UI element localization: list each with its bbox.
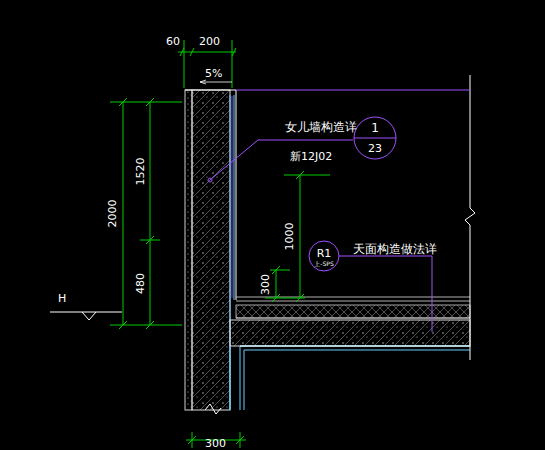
dimension: 300 xyxy=(260,274,271,295)
sheet-number: 23 xyxy=(353,143,397,154)
dimension: 300 xyxy=(205,438,226,449)
note: 新12J02 xyxy=(290,151,332,162)
dimension: 480 xyxy=(135,273,146,294)
dimension: 1000 xyxy=(284,222,295,250)
sheet-number: 上-SPS xyxy=(308,261,340,267)
dimension: 200 xyxy=(199,36,220,47)
dimension: 60 xyxy=(166,36,180,47)
dimension: 2000 xyxy=(107,199,118,227)
detail-number: R1 xyxy=(308,248,340,259)
dimension: 1520 xyxy=(135,157,146,185)
note: 女儿墙构造详 xyxy=(285,121,357,133)
index-circle: R1 上-SPS xyxy=(308,240,340,272)
detail-number: 1 xyxy=(353,122,397,134)
note: 天面构造做法详 xyxy=(353,243,437,255)
level-mark: H xyxy=(58,293,66,304)
slope: 5% xyxy=(205,68,222,79)
index-circle: 1 23 xyxy=(353,116,397,160)
